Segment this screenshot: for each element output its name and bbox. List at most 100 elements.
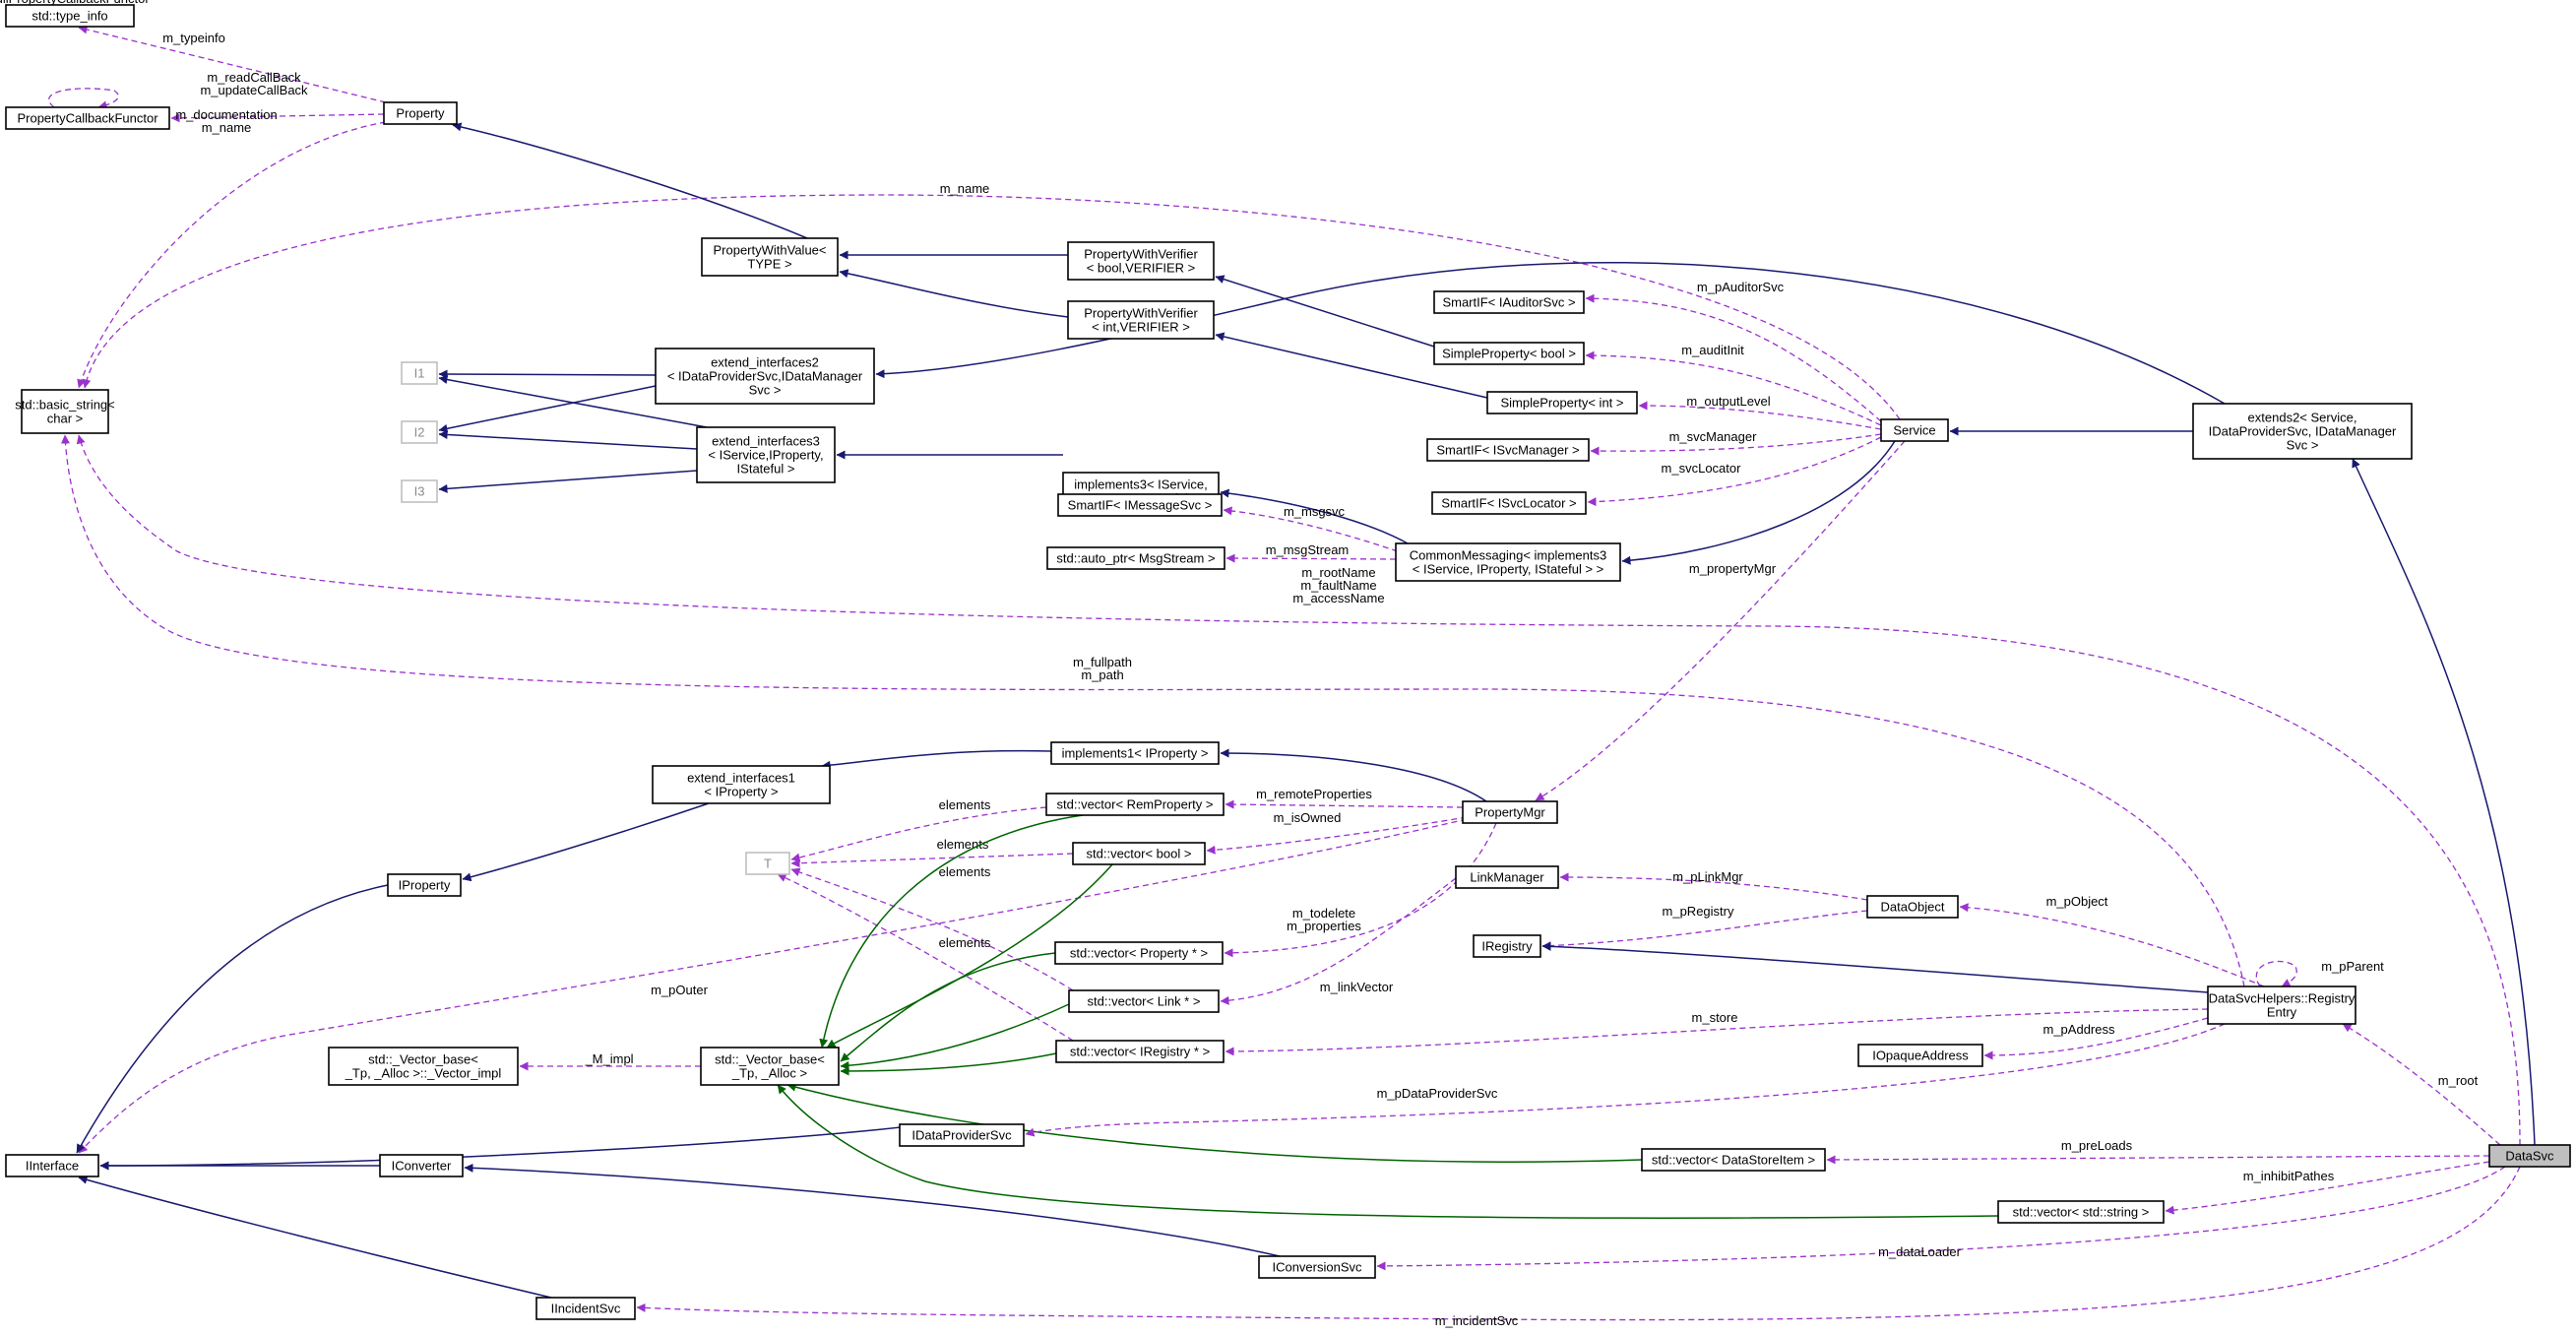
edge-label-line: m_outputLevel [1686,394,1770,409]
class-node-iinterface[interactable]: IInterface [5,1154,99,1177]
class-node-pwv-bool[interactable]: PropertyWithVerifier< bool,VERIFIER > [1067,241,1215,281]
class-node-vec-datastore[interactable]: std::vector< DataStoreItem > [1641,1148,1826,1172]
class-node-vec-bool[interactable]: std::vector< bool > [1072,842,1206,865]
edge-line [77,121,387,389]
class-node-smart-msg[interactable]: SmartIF< IMessageSvc > [1057,493,1223,517]
edge-registry_entry-to-vec_ireg-store: m_store [1225,1008,2209,1056]
edge-data_svc-to-iincident-incident: m_incidentSvc [636,1166,2521,1328]
class-node-label: SmartIF< IMessageSvc > [1068,498,1213,513]
class-node-vec-link[interactable]: std::vector< Link * > [1068,989,1220,1013]
class-node-smart-svcloc[interactable]: SmartIF< ISvcLocator > [1431,491,1587,515]
class-node-iincident[interactable]: IIncidentSvc [535,1297,636,1320]
edge-iconversion-to-iconverter-66 [464,1163,1281,1257]
edge-label-line: elements [937,837,989,852]
edge-label-msgsvc: m_msgsvc [1284,504,1346,519]
class-node-common-msg[interactable]: CommonMessaging< implements3< IService, … [1395,542,1621,582]
edge-label-line: m_name [940,181,990,196]
class-node-vector-base[interactable]: std::_Vector_base<_Tp, _Alloc > [700,1047,840,1086]
class-node-i3[interactable]: I3 [401,479,438,503]
class-node-box [5,1154,99,1177]
class-node-vec-ireg[interactable]: std::vector< IRegistry * > [1055,1040,1225,1063]
class-node-box [5,4,135,28]
class-node-label-line: DataSvcHelpers::Registry [2209,991,2356,1006]
class-node-label: PropertyWithValue<TYPE > [713,243,826,272]
class-node-iregistry[interactable]: IRegistry [1473,934,1541,958]
edge-label-line: m_incidentSvc [1435,1313,1519,1328]
class-node-i1[interactable]: I1 [401,361,438,385]
class-node-vector-impl[interactable]: std::_Vector_base<_Tp, _Alloc >::_Vector… [328,1047,519,1086]
class-node-label: IRegistry [1481,939,1533,954]
edge-vec_remprop-to-t-elements_1: elements [790,797,1047,862]
class-node-iopaque[interactable]: IOpaqueAddress [1857,1044,1983,1067]
class-node-label-line: extends2< Service, [2248,411,2357,425]
edge-label-line: m_pParent [2321,959,2384,974]
class-node-data-object[interactable]: DataObject [1866,895,1959,919]
class-node-box [1045,793,1225,816]
class-node-i2[interactable]: I2 [401,420,438,444]
class-node-label: Property [396,106,445,121]
edge-line [1224,822,1497,958]
class-node-label: std::type_info [31,9,107,24]
class-node-pwv[interactable]: PropertyWithValue<TYPE > [701,237,839,277]
class-node-simple-bool[interactable]: SimpleProperty< bool > [1433,342,1585,365]
edge-label-line: m_auditInit [1681,343,1744,357]
class-node-pwv-int[interactable]: PropertyWithVerifier< int,VERIFIER > [1067,300,1215,340]
edge-label-line: m_documentation [175,107,277,122]
class-node-extends2[interactable]: extends2< Service,IDataProviderSvc, IDat… [2192,403,2413,460]
class-node-label-line: PropertyCallbackFunctor [17,111,158,126]
class-node-box [21,389,109,434]
class-node-label-line: _Tp, _Alloc > [731,1066,807,1081]
edge-label-line: m_faultName [1300,578,1376,593]
class-node-simple-int[interactable]: SimpleProperty< int > [1486,391,1638,414]
edge-label-line: m_fullpath [1073,655,1132,669]
class-node-label-line: TYPE > [747,257,791,272]
class-node-type-info[interactable]: std::type_info [5,4,135,28]
class-node-idataprov[interactable]: IDataProviderSvc [899,1123,1025,1147]
class-node-ext3[interactable]: extend_interfaces3< IService,IProperty,I… [696,426,836,483]
class-node-label-line: < int,VERIFIER > [1092,320,1190,335]
class-node-iconverter[interactable]: IConverter [379,1154,464,1177]
class-node-impl1[interactable]: implements1< IProperty > [1050,741,1220,765]
class-node-ext2[interactable]: extend_interfaces2< IDataProviderSvc,IDa… [655,348,875,405]
class-node-vec-prop[interactable]: std::vector< Property * > [1054,941,1224,965]
edge-pwv_int-to-pwv-7 [839,269,1069,318]
class-node-vec-string[interactable]: std::vector< std::string > [1997,1200,2165,1224]
class-node-property-mgr[interactable]: PropertyMgr [1462,800,1558,824]
edge-vec_link-to-t-elements_3: elements [790,864,1074,991]
class-node-label: std::vector< Property * > [1070,946,1208,961]
class-node-data-svc[interactable]: DataSvc [2488,1144,2571,1168]
class-node-pcf[interactable]: PropertyCallbackFunctor [5,106,170,130]
class-node-label-line: std::auto_ptr< MsgStream > [1056,551,1215,566]
class-node-basic-string[interactable]: std::basic_string<char > [15,389,115,434]
edge-line [777,873,1074,1042]
edge-simple_bool-to-pwv_bool-15 [1215,275,1435,348]
class-node-iproperty[interactable]: IProperty [387,873,462,897]
edge-common_msg-to-impl3-17 [1220,488,1409,544]
class-node-smart-svcmgr[interactable]: SmartIF< ISvcManager > [1426,438,1590,462]
edge-label-line: m_updateCallBack [200,83,308,97]
edge-line [1215,275,1435,348]
edge-common_msg-to-auto_ptr-msg_stream: m_msgStream [1225,542,1397,563]
class-node-box [2192,403,2413,460]
class-node-label: extend_interfaces1< IProperty > [687,771,795,799]
edge-line [438,369,657,379]
class-node-label-line: SmartIF< ISvcLocator > [1441,496,1576,511]
class-node-box [899,1123,1025,1147]
class-node-smart-auditor[interactable]: SmartIF< IAuditorSvc > [1433,290,1585,314]
class-node-property[interactable]: Property [383,101,458,125]
edge-line [875,261,2226,405]
edge-label-elements_4: elements [939,935,991,950]
class-node-auto-ptr[interactable]: std::auto_ptr< MsgStream > [1046,546,1225,570]
class-node-ext1[interactable]: extend_interfaces1< IProperty > [652,765,831,804]
class-node-service[interactable]: Service [1880,418,1949,442]
class-node-iconversion[interactable]: IConversionSvc [1258,1255,1376,1279]
class-node-link-mgr[interactable]: LinkManager [1455,865,1559,889]
class-node-vec-remprop[interactable]: std::vector< RemProperty > [1045,793,1225,816]
class-node-t[interactable]: T [745,852,790,875]
class-node-label-line: SimpleProperty< int > [1500,396,1623,411]
edge-line [464,1163,1281,1257]
edge-label-pparent: m_pParent [2321,959,2384,974]
